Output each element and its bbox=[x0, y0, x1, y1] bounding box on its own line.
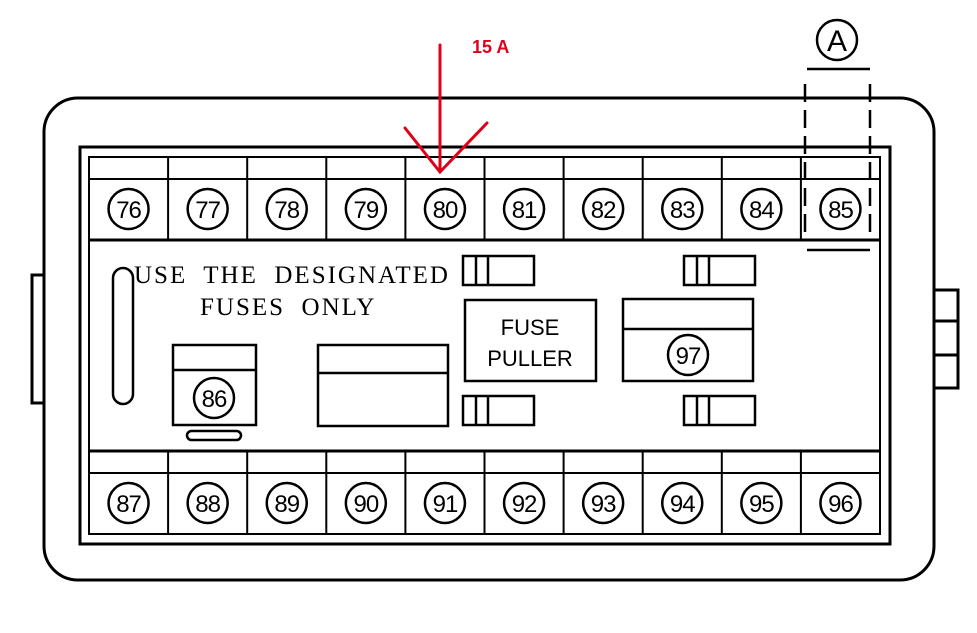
fuse-circle-97 bbox=[666, 333, 710, 377]
fuse-number-81: 81 bbox=[512, 197, 537, 224]
fuse-puller-line-1: FUSE bbox=[501, 315, 560, 340]
left-mounting-tab bbox=[30, 273, 46, 405]
fuse-circle-83 bbox=[661, 187, 704, 231]
fuse-circle-96 bbox=[819, 481, 862, 525]
vertical-slot bbox=[111, 266, 135, 406]
fuse-circle-80 bbox=[423, 187, 467, 231]
fuse-circle-81 bbox=[502, 187, 546, 231]
fuse-circle-95 bbox=[740, 481, 783, 525]
relay-86-number: 86 bbox=[202, 386, 227, 413]
fuse-number-95: 95 bbox=[749, 491, 774, 518]
fuse-number-92: 92 bbox=[512, 491, 537, 518]
right-mounting-tab bbox=[932, 288, 960, 390]
fuse-circle-85 bbox=[819, 187, 862, 231]
relay-97-number: 97 bbox=[676, 343, 701, 370]
fuse-number-76: 76 bbox=[116, 197, 141, 224]
fuse-circle-76 bbox=[107, 187, 150, 231]
fuse-circle-90 bbox=[344, 481, 388, 525]
fuse-circle-87 bbox=[107, 481, 150, 525]
fuse-number-90: 90 bbox=[353, 491, 378, 518]
fuse-number-80: 80 bbox=[433, 197, 458, 224]
arrow-annotation bbox=[403, 43, 489, 175]
spare-fuse-3 bbox=[682, 254, 757, 287]
fuse-number-78: 78 bbox=[274, 197, 299, 224]
fuse-number-83: 83 bbox=[670, 197, 695, 224]
spare-relay-block bbox=[316, 343, 450, 428]
fuse-number-79: 79 bbox=[353, 197, 378, 224]
fuse-circle-86 bbox=[192, 376, 236, 420]
spare-fuse-1 bbox=[461, 254, 536, 287]
annotation-label: 15 A bbox=[472, 37, 509, 57]
fuse-number-87: 87 bbox=[116, 491, 141, 518]
relay-86 bbox=[171, 343, 258, 442]
fuse-circle-78 bbox=[265, 187, 308, 231]
fuse-circle-91 bbox=[423, 481, 467, 525]
relay-97 bbox=[621, 297, 755, 383]
fuse-number-96: 96 bbox=[828, 491, 853, 518]
fuse-number-93: 93 bbox=[591, 491, 616, 518]
fuse-number-84: 84 bbox=[749, 197, 774, 224]
fuse-circle-93 bbox=[581, 481, 625, 525]
fuse-circle-84 bbox=[740, 187, 783, 231]
fuse-number-77: 77 bbox=[195, 197, 220, 224]
fuse-circle-79 bbox=[344, 187, 388, 231]
callout-a-marker bbox=[803, 18, 872, 252]
fuse-circle-94 bbox=[661, 481, 704, 525]
callout-letter: A bbox=[827, 25, 847, 58]
fuse-circle-82 bbox=[581, 187, 625, 231]
fuse-number-88: 88 bbox=[195, 491, 220, 518]
fuse-circle-89 bbox=[265, 481, 308, 525]
spare-fuse-2 bbox=[461, 394, 536, 427]
fuse-circle-77 bbox=[186, 187, 229, 231]
fuse-puller bbox=[463, 298, 598, 383]
fuse-number-82: 82 bbox=[591, 197, 616, 224]
fuse-number-89: 89 bbox=[274, 491, 299, 518]
fuse-number-91: 91 bbox=[433, 491, 458, 518]
notice-line-2: FUSES ONLY bbox=[200, 294, 376, 321]
fuse-circle-92 bbox=[502, 481, 546, 525]
fuse-circle-88 bbox=[186, 481, 229, 525]
spare-fuse-4 bbox=[682, 394, 757, 427]
top-fuse-row: 76 77 78 79 80 81 82 83 84 85 bbox=[107, 157, 862, 240]
fuse-puller-line-2: PULLER bbox=[487, 346, 573, 371]
fuse-number-85: 85 bbox=[828, 197, 853, 224]
fuse-number-94: 94 bbox=[670, 491, 695, 518]
notice-line-1: USE THE DESIGNATED bbox=[134, 262, 450, 289]
bottom-fuse-row: 87 88 89 90 91 92 93 94 95 96 bbox=[107, 451, 862, 534]
